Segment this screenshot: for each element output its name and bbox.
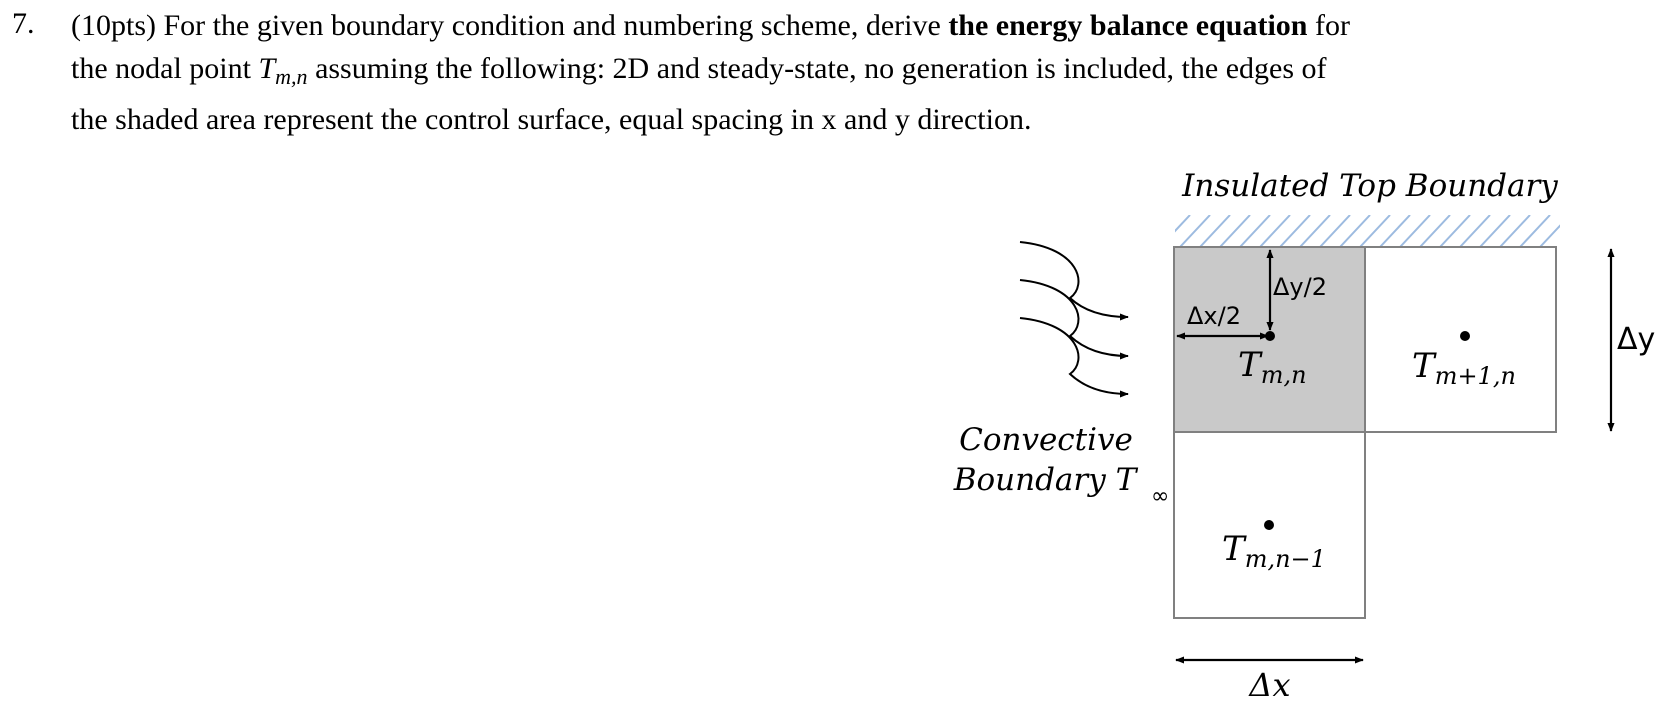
hatch-line: [1199, 215, 1231, 247]
hatch-line: [1319, 215, 1351, 247]
hatch-line: [1379, 215, 1411, 247]
dx-label: Δx: [1247, 666, 1290, 704]
hatch-line: [1439, 215, 1471, 247]
question-line-3: the shaded area represent the control su…: [71, 103, 1032, 136]
hatch-line: [1479, 215, 1511, 247]
convective-flow-arrow-3: [1019, 317, 1129, 398]
convective-flow-arrow-2: [1019, 279, 1129, 360]
question-points: (10pts): [71, 9, 156, 42]
question-line-1: (10pts) For the given boundary condition…: [71, 4, 1571, 47]
node-label-m-plus-1-n: Tm+1,n: [1412, 346, 1516, 390]
dy-label: Δy: [1617, 322, 1655, 357]
hatch-line: [1279, 215, 1311, 247]
cell-m-n-minus-1: [1173, 431, 1366, 619]
hatch-line: [1219, 215, 1251, 247]
hatch-line: [1359, 215, 1391, 247]
convective-label-line-2: Boundary T: [953, 462, 1139, 498]
question-block: 7. (10pts) For the given boundary condit…: [0, 0, 1662, 140]
hatch-line: [1175, 215, 1191, 233]
question-number: 7.: [12, 7, 35, 40]
node-dot-m-plus-1-n: [1460, 331, 1470, 341]
node-dot-m-n: [1265, 331, 1275, 341]
dy-half-label: Δy/2: [1273, 273, 1327, 301]
hatch-line: [1339, 215, 1371, 247]
hatch-line: [1259, 215, 1291, 247]
hatch-line: [1239, 215, 1271, 247]
question-line-2-post: assuming the following: 2D and steady-st…: [307, 52, 1327, 85]
question-text: (10pts) For the given boundary condition…: [71, 4, 1571, 141]
control-volume-cell: [1173, 246, 1366, 433]
hatch-line: [1539, 224, 1560, 247]
insulation-hatch: [1175, 215, 1560, 247]
question-line-2: the nodal point Tm,n assuming the follow…: [71, 47, 1571, 98]
nodal-point-subscript: m,n: [275, 64, 308, 89]
convective-label-line-1: Convective: [959, 422, 1133, 458]
node-label-m-n-minus-1: Tm,n−1: [1222, 529, 1326, 573]
hatch-line: [1519, 215, 1551, 247]
nodal-point-variable: T: [258, 52, 276, 85]
node-dot-m-n-minus-1: [1264, 520, 1274, 530]
question-line-1-bold: the energy balance equation: [948, 9, 1308, 42]
hatch-line: [1459, 215, 1491, 247]
node-label-m-n: Tm,n: [1238, 345, 1307, 389]
cell-m-plus-1-n: [1364, 246, 1557, 433]
hatch-line: [1399, 215, 1431, 247]
hatch-line: [1299, 215, 1331, 247]
hatch-line: [1419, 215, 1451, 247]
question-line-1-post: for: [1307, 9, 1350, 42]
hatch-line: [1179, 215, 1211, 247]
insulated-top-boundary-label: Insulated Top Boundary: [1181, 168, 1558, 204]
hatch-line: [1499, 215, 1531, 247]
question-line-2-pre: the nodal point: [71, 52, 259, 85]
question-line-1-pre: For the given boundary condition and num…: [156, 9, 949, 42]
infinity-subscript: ∞: [1151, 484, 1169, 509]
dx-half-label: Δx/2: [1187, 302, 1241, 330]
convective-flow-arrow-1: [1019, 241, 1129, 321]
